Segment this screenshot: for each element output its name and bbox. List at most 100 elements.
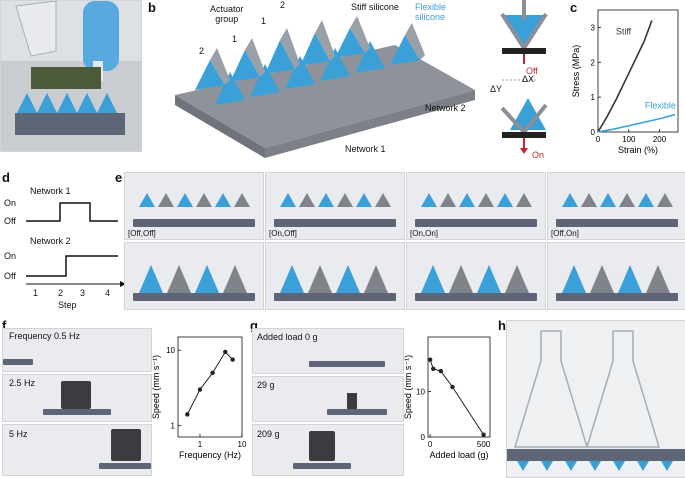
delta-x-label: ΔX [522, 74, 535, 84]
f-photo-label-3: 5 Hz [9, 429, 28, 439]
x-tick-label: 0 [428, 440, 433, 449]
data-point [210, 370, 215, 376]
timing-off-1: Off [4, 216, 16, 226]
timing-on-1: On [4, 198, 17, 208]
delta-y-label: ΔY [490, 84, 503, 94]
x-axis-label: Frequency (Hz) [179, 450, 241, 460]
e-state-label-2: [On,Off] [269, 229, 297, 238]
series-name-label: Stiff [616, 26, 632, 36]
y-axis-label: Stress (MPa) [571, 45, 581, 98]
num-2-mid: 2 [280, 0, 286, 10]
panel-label-f: f [2, 318, 7, 333]
g-photo-label-2: 29 g [257, 380, 275, 390]
timing-diagram [26, 202, 126, 287]
y-axis-label: Speed (mm s⁻¹) [151, 355, 161, 419]
e-photo-front-2 [265, 242, 405, 310]
timing-tick-2: 2 [58, 288, 64, 298]
series-line-1 [597, 20, 653, 133]
data-point [427, 357, 433, 362]
data-point [481, 432, 486, 437]
e-photo-side-2: [On,Off] [265, 172, 405, 240]
f-photo-3: 5 Hz [2, 424, 152, 476]
panel-label-b: b [148, 0, 156, 15]
panel-d-timing: Network 1 On Off Network 2 On Off 1 2 3 … [0, 176, 130, 316]
timing-tick-3: 3 [80, 288, 86, 298]
e-photo-side-3: [On,On] [406, 172, 546, 240]
timing-network-2: Network 2 [30, 236, 71, 246]
y-tick-label: 3 [591, 23, 596, 32]
panel-b-render: Actuator group 2 1 1 2 Stiff silicone Fl… [155, 0, 485, 165]
x-tick-label: 500 [477, 440, 491, 449]
x-tick-label: 100 [622, 135, 636, 144]
actuator-schematic [500, 0, 548, 154]
e-state-label-3: [On,On] [410, 229, 439, 238]
g-photo-label-1: Added load 0 g [257, 332, 318, 342]
x-axis-label: Strain (%) [618, 145, 658, 155]
y-tick-label: 2 [591, 58, 596, 67]
series-line-1 [186, 351, 234, 415]
g-photo-2: 29 g [252, 376, 404, 422]
g-photo-label-3: 209 g [257, 429, 280, 439]
y-tick-label: 0 [591, 128, 596, 137]
g-photo-3: 209 g [252, 424, 404, 476]
panel-h-photo [506, 320, 685, 478]
panel-e-photos: [Off,Off] [On,Off] [On,On] [Off,On] [124, 172, 685, 312]
data-point [431, 366, 436, 372]
data-point [450, 384, 455, 390]
x-tick-label: 1 [198, 440, 203, 449]
y-tick-label: 1 [591, 93, 596, 102]
data-point [185, 412, 190, 417]
timing-off-2: Off [4, 271, 16, 281]
e-state-label-1: [Off,Off] [128, 229, 156, 238]
plot-frame [597, 9, 679, 133]
series-line-1 [429, 359, 485, 436]
timing-tick-1: 1 [33, 288, 39, 298]
data-point [197, 387, 203, 392]
num-1-mid: 1 [261, 16, 267, 26]
series-line-2 [597, 113, 676, 133]
data-point [223, 349, 228, 355]
panel-label-c: c [570, 0, 578, 15]
on-label: On [532, 150, 545, 160]
e-photo-side-1: [Off,Off] [124, 172, 264, 240]
timing-tick-4: 4 [105, 288, 111, 298]
plot-frame [177, 336, 243, 438]
x-tick-label: 10 [238, 440, 247, 449]
y-axis-label: Speed (mm s⁻¹) [403, 355, 413, 419]
e-photo-front-4 [547, 242, 685, 310]
panel-label-e: e [115, 170, 123, 185]
plot-frame [427, 336, 491, 438]
timing-on-2: On [4, 251, 17, 261]
e-photo-side-4: [Off,On] [547, 172, 685, 240]
flasks-on-robot [507, 330, 685, 471]
f-photo-1: Frequency 0.5 Hz [2, 328, 152, 372]
timing-network-1: Network 1 [30, 186, 71, 196]
panel-a-photo [0, 0, 142, 152]
panel-label-g: g [250, 318, 258, 333]
y-tick-label: 10 [416, 388, 425, 397]
panel-label-d: d [2, 170, 10, 185]
actuator-render [175, 16, 475, 158]
network-1-label: Network 1 [345, 144, 386, 154]
panel-b-schematic: Off ΔY ΔX On [488, 0, 560, 165]
y-tick-label: 10 [166, 346, 175, 355]
series-name-label: Flexible [645, 101, 676, 111]
panel-label-h: h [498, 318, 506, 333]
printer-scene [1, 1, 141, 151]
f-photo-label-2: 2.5 Hz [9, 378, 36, 388]
flexible-silicone-label: Flexible silicone [415, 2, 447, 22]
f-photo-2: 2.5 Hz [2, 374, 152, 422]
f-photo-label-1: Frequency 0.5 Hz [9, 331, 81, 341]
x-tick-label: 0 [596, 135, 601, 144]
g-photo-1: Added load 0 g [252, 328, 404, 374]
data-point [230, 357, 235, 362]
num-2-left: 2 [199, 46, 205, 56]
y-tick-label: 0 [421, 433, 426, 442]
e-photo-front-1 [124, 242, 264, 310]
y-tick-label: 1 [171, 421, 176, 430]
